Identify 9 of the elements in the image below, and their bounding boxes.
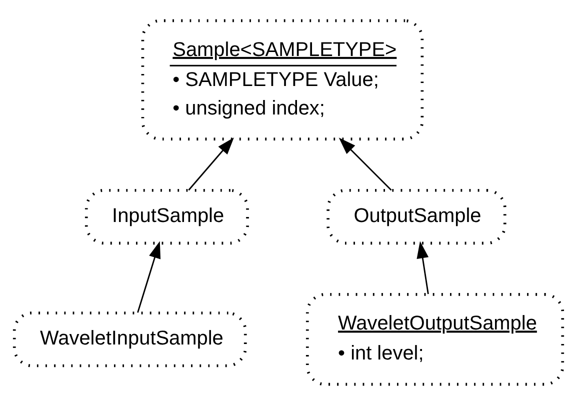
node-box: WaveletInputSample	[12, 312, 247, 368]
arrow	[416, 241, 429, 294]
arrow	[137, 241, 161, 313]
arrow	[188, 138, 234, 191]
node-box: OutputSample	[326, 188, 506, 245]
arrow	[338, 138, 392, 191]
node-box: WaveletOutputSample • int level;	[306, 293, 564, 386]
node-box: Sample<SAMPLETYPE> • SAMPLETYPE Value; • unsigned index;	[141, 19, 424, 140]
node-box: InputSample	[84, 188, 249, 245]
